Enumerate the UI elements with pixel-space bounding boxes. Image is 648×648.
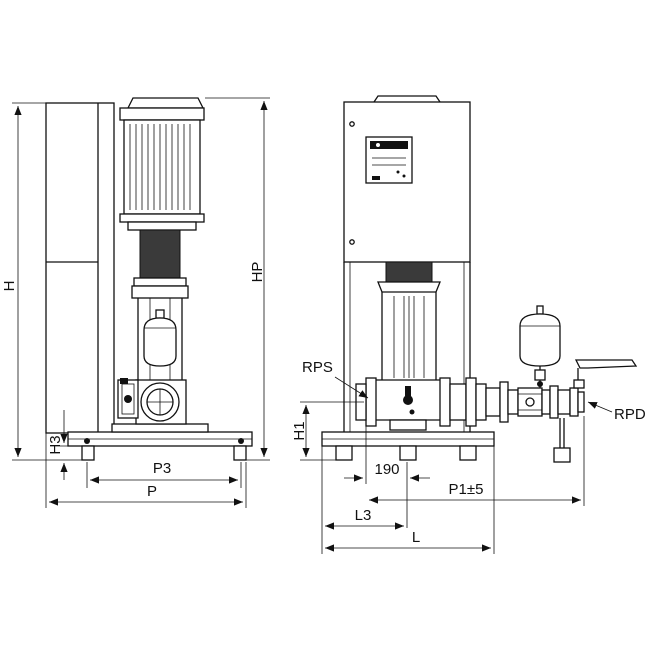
rpd-label: RPD: [614, 406, 646, 423]
dimension-h3: H3: [47, 410, 82, 480]
pressure-vessel-side: [143, 309, 177, 367]
dimension-hp: HP: [205, 97, 270, 461]
dimension-h-label: H: [1, 281, 18, 292]
rps-label: RPS: [302, 359, 333, 376]
pressure-vessel-front: [519, 305, 561, 388]
coupling-side: [127, 221, 197, 299]
dimension-p: P: [45, 433, 247, 508]
dimension-h1: H1: [291, 405, 336, 461]
dimension-h: H: [1, 102, 82, 461]
dimension-190: 190: [344, 426, 430, 528]
dimension-p-label: P: [147, 483, 157, 500]
discharge-pipework: [485, 381, 585, 423]
dimension-l-label: L: [412, 529, 420, 546]
dimension-l3-label: L3: [355, 507, 372, 524]
dimension-h3-label: H3: [47, 435, 64, 454]
dimension-p3: P3: [86, 460, 242, 488]
valve-handle: [573, 359, 638, 389]
base-frame-side: [67, 423, 253, 461]
front-view: RPS RPD H1 190 P1±5: [291, 95, 646, 554]
side-view: H HP H3 P3 P: [1, 97, 270, 508]
pump-head-side: [117, 378, 187, 425]
control-cabinet-side: [45, 102, 115, 434]
dimension-l3: L3: [321, 446, 404, 554]
dimension-190-label: 190: [374, 461, 399, 478]
coupling-front: [377, 261, 441, 293]
pump-column-front: [381, 292, 437, 380]
base-frame-front: [321, 431, 495, 461]
dimension-p1-label: P1±5: [449, 481, 484, 498]
motor-side: [119, 97, 205, 223]
pump-manifold-front: [355, 377, 487, 431]
pipe-support-front: [553, 418, 571, 463]
display-panel-icon: [370, 141, 408, 149]
label-rpd: RPD: [587, 401, 646, 423]
label-rps: RPS: [302, 359, 369, 399]
dimension-l: L: [325, 446, 495, 554]
dimension-p3-label: P3: [153, 460, 171, 477]
dimension-h1-label: H1: [291, 421, 308, 440]
dimension-hp-label: HP: [249, 262, 266, 283]
control-cabinet-front: [343, 95, 471, 433]
dimension-p1: P1±5: [369, 416, 585, 506]
